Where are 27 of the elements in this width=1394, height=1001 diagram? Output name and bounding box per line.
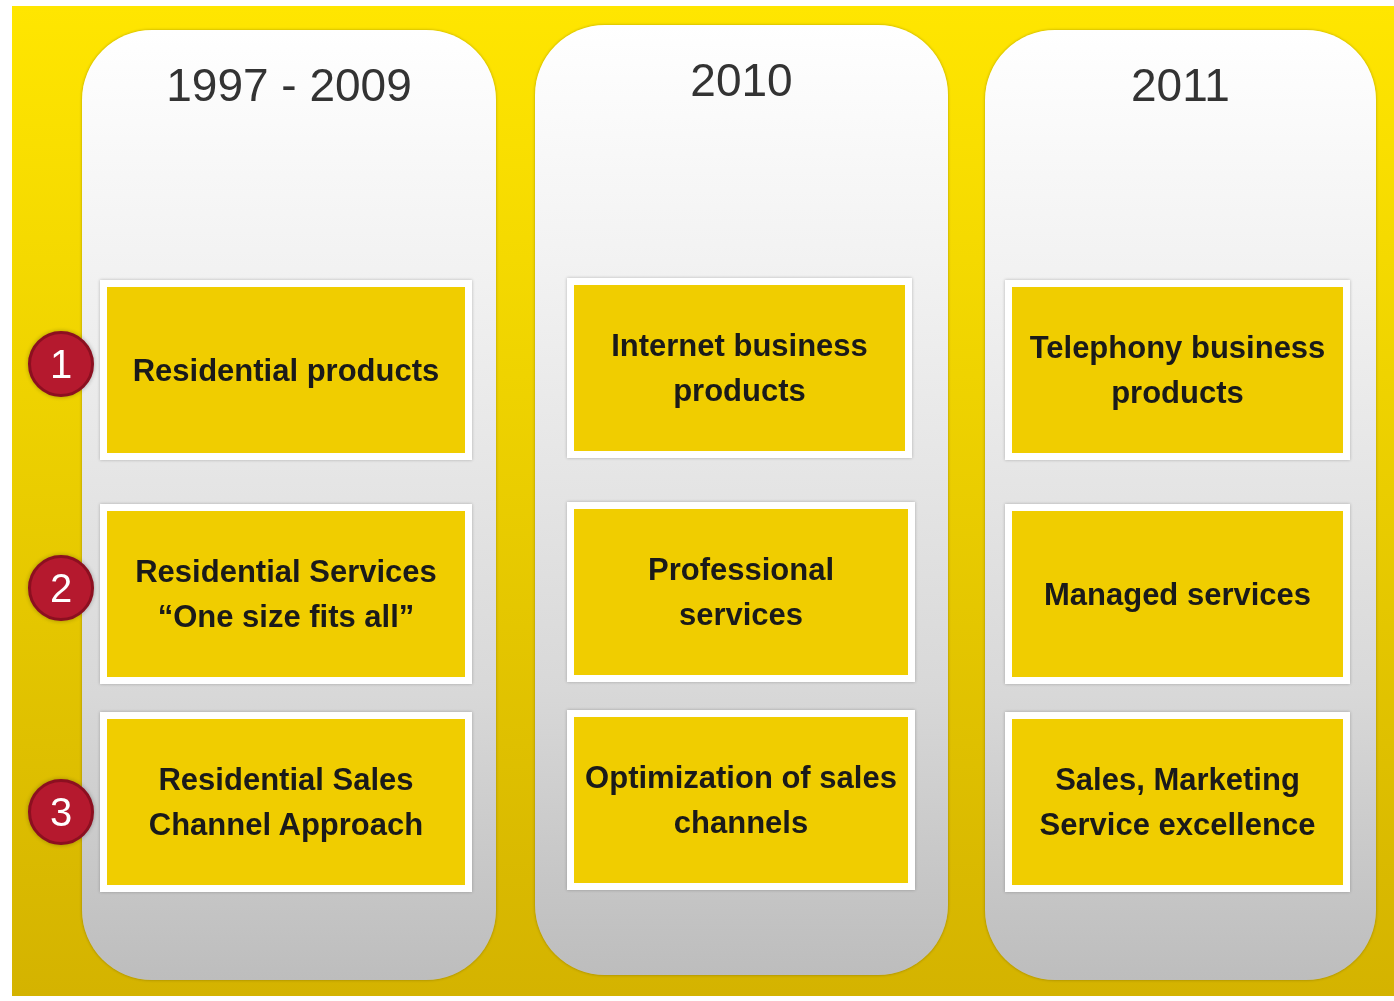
topic-label: Telephony business products bbox=[1028, 329, 1327, 412]
topic-label: Managed services bbox=[1042, 575, 1313, 614]
column-panel bbox=[82, 30, 496, 980]
topic-box bbox=[567, 278, 912, 458]
topic-box bbox=[1005, 712, 1350, 892]
column-heading: 1997 - 2009 bbox=[165, 58, 413, 112]
column-heading: 2010 bbox=[689, 53, 794, 107]
topic-label: Sales, Marketing Service excellence bbox=[1038, 761, 1317, 844]
topic-box bbox=[567, 710, 915, 890]
topic-label: Residential Services “One size fits all” bbox=[134, 553, 438, 636]
callout-number: 1 bbox=[49, 341, 73, 387]
topic-label: Residential products bbox=[131, 351, 441, 390]
topic-label: Professional services bbox=[646, 551, 836, 634]
topic-label: Residential Sales Channel Approach bbox=[147, 761, 425, 844]
topic-box bbox=[100, 504, 472, 684]
column-panel bbox=[535, 25, 948, 975]
topic-box bbox=[567, 502, 915, 682]
topic-label: Optimization of sales channels bbox=[584, 759, 898, 842]
topic-box bbox=[1005, 504, 1350, 684]
callout-number: 3 bbox=[49, 789, 73, 835]
callout-number: 2 bbox=[49, 565, 73, 611]
topic-box bbox=[100, 280, 472, 460]
column-heading: 2011 bbox=[1130, 58, 1231, 112]
topic-label: Internet business products bbox=[610, 327, 869, 410]
column-panel bbox=[985, 30, 1376, 980]
topic-box bbox=[1005, 280, 1350, 460]
topic-box bbox=[100, 712, 472, 892]
